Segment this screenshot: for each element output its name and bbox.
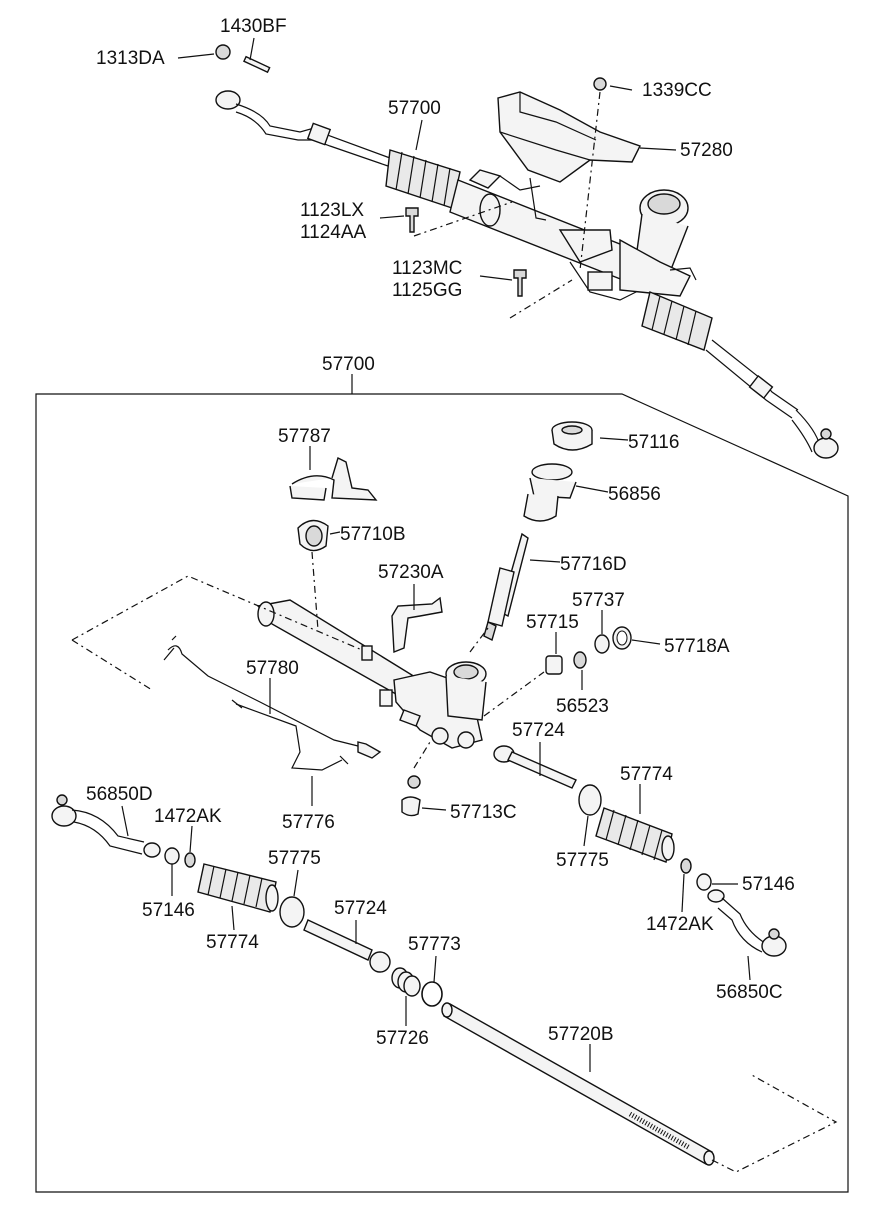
label-57774-left: 57774 [206, 932, 259, 953]
label-1123MC: 1123MC [392, 258, 462, 279]
top-right-boot-part [641, 291, 713, 351]
label-57713C: 57713C [450, 802, 517, 823]
nut-1313DA-part [215, 44, 231, 60]
inner-tie-rod-right-part [493, 745, 577, 789]
nut-1339CC-part [593, 77, 607, 91]
nut-57146-right-part [696, 873, 712, 891]
label-57700-box: 57700 [322, 354, 375, 375]
bracket-57787-part [289, 457, 378, 501]
label-57720B: 57720B [548, 1024, 614, 1045]
clamp-57775-right-part [578, 784, 602, 816]
label-57775-right: 57775 [556, 850, 609, 871]
seal-57116-part [551, 421, 593, 451]
label-56850C: 56850C [716, 982, 783, 1003]
top-tie-rod-end-right-part [813, 437, 839, 459]
exploded-parts [51, 421, 838, 1173]
label-56856: 56856 [608, 484, 661, 505]
o-ring-57773-part [421, 981, 443, 1007]
inner-tie-rod-left-part [303, 919, 391, 973]
bush-57710B-part [297, 519, 329, 552]
label-1472AK-left: 1472AK [154, 806, 222, 827]
top-valve-body-part [619, 189, 697, 297]
label-57774-right: 57774 [620, 764, 673, 785]
heat-shield-57280-part [497, 91, 641, 183]
pin-1430BF-part [243, 55, 271, 74]
exploded-leader-lines [121, 437, 751, 1072]
label-57775-left: 57775 [268, 848, 321, 869]
label-57710B: 57710B [340, 524, 406, 545]
yoke-57715-part [545, 655, 563, 675]
top-assembly-illustration [215, 44, 839, 459]
label-1313DA: 1313DA [96, 48, 165, 69]
label-1472AK-right: 1472AK [646, 914, 714, 935]
label-57787: 57787 [278, 426, 331, 447]
nut-57713C-part [401, 775, 421, 817]
label-56523: 56523 [556, 696, 609, 717]
spring-57726-part [391, 967, 421, 997]
clamp-57775-left-part [279, 896, 305, 928]
tie-rod-end-56850D-part [51, 794, 161, 858]
label-57230A: 57230A [378, 562, 444, 583]
bracket-57230A-part [391, 596, 443, 654]
label-1125GG: 1125GG [392, 280, 462, 301]
label-1339CC: 1339CC [642, 80, 712, 101]
label-57280: 57280 [680, 140, 733, 161]
nut-1472AK-right-part [680, 858, 692, 874]
bolt-1123MC-part [513, 269, 527, 297]
valve-shaft-57716D-part [483, 532, 529, 642]
label-57776: 57776 [282, 812, 335, 833]
label-57146-left: 57146 [142, 900, 195, 921]
bolt-1123LX-part [405, 207, 419, 233]
top-left-boot-part [385, 149, 461, 209]
seal-57737-part [594, 634, 610, 654]
part-labels: 1313DA 1430BF 57700 1339CC 57280 1123LX … [86, 16, 795, 1049]
label-57773: 57773 [408, 934, 461, 955]
top-tie-rod-end-left-part [215, 90, 241, 110]
exploded-view-frame [35, 393, 849, 1193]
pipe-57776-part [231, 699, 349, 771]
label-57726: 57726 [376, 1028, 429, 1049]
label-1430BF: 1430BF [220, 16, 287, 37]
label-57146-right: 57146 [742, 874, 795, 895]
label-57700-top: 57700 [388, 98, 441, 119]
bearing-56856-part [523, 463, 577, 522]
rack-bar-57720B-part [441, 1002, 715, 1166]
label-57718A: 57718A [664, 636, 730, 657]
nut-57146-left-part [164, 847, 180, 865]
label-57724-left: 57724 [334, 898, 387, 919]
label-57724-right: 57724 [512, 720, 565, 741]
label-1123LX: 1123LX [300, 200, 364, 221]
label-56850D: 56850D [86, 784, 153, 805]
rack-housing-part [256, 599, 487, 749]
top-rack-housing-part [449, 169, 641, 301]
label-57716D: 57716D [560, 554, 627, 575]
label-57737: 57737 [572, 590, 625, 611]
top-leader-lines [177, 37, 677, 281]
label-57116: 57116 [628, 432, 679, 453]
label-57715: 57715 [526, 612, 579, 633]
boot-57774-right-part [595, 807, 675, 863]
label-1124AA: 1124AA [300, 222, 367, 243]
pipe-57780-part [163, 635, 382, 759]
nut-56523-part [573, 651, 587, 669]
nut-1472AK-left-part [184, 852, 196, 868]
boot-57774-left-part [197, 863, 279, 913]
label-57780: 57780 [246, 658, 299, 679]
tie-rod-end-56850C-part [707, 889, 787, 957]
